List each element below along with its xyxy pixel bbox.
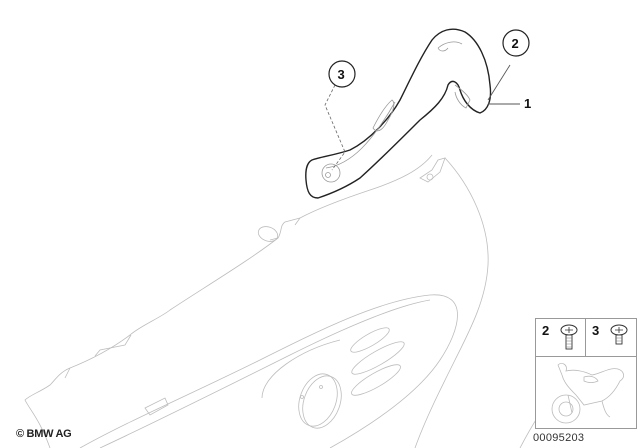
- legend-fasteners-row: 2 3: [536, 319, 636, 357]
- parts-legend: 2 3: [535, 318, 637, 429]
- motorcycle-icon: [551, 363, 624, 424]
- callout-3: 3: [328, 60, 356, 88]
- svg-text:2: 2: [512, 36, 519, 51]
- fairing-body: [24, 154, 621, 448]
- leader-lines: [324, 64, 520, 171]
- screw-long-icon: [560, 324, 578, 350]
- screw-short-icon: [610, 324, 628, 345]
- legend-divider: [585, 319, 586, 356]
- svg-text:1: 1: [524, 96, 531, 111]
- callout-2: 2: [502, 29, 530, 57]
- bracket-part: [305, 28, 492, 199]
- legend-label-2: 2: [542, 323, 550, 338]
- svg-text:3: 3: [338, 67, 345, 82]
- callout-1: 1: [524, 96, 531, 111]
- image-number: 00095203: [533, 432, 585, 444]
- legend-label-3: 3: [592, 323, 600, 338]
- copyright-label: © BMW AG: [16, 428, 72, 440]
